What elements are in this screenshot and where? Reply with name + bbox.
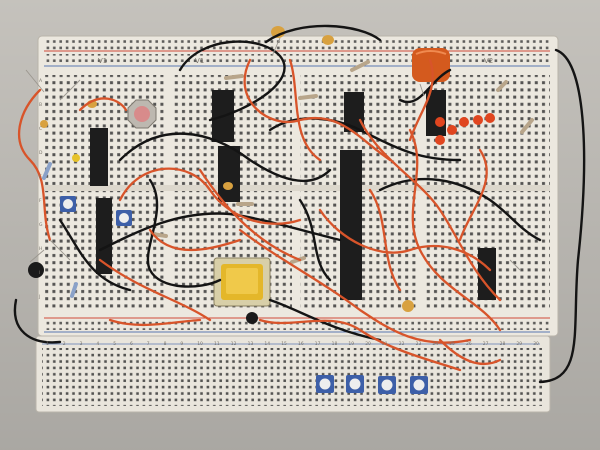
resistors [42, 60, 534, 298]
column-number: 14 [264, 341, 270, 347]
column-number: 29 [516, 341, 522, 347]
row-letter: G [39, 222, 43, 228]
column-number: 20 [365, 341, 371, 347]
red-pushbutton [127, 99, 157, 129]
column-number: 19 [348, 341, 354, 347]
row-letter: C [39, 126, 42, 132]
electrolytic-capacitors [28, 262, 258, 324]
column-number: 27 [483, 341, 489, 347]
column-number: 24 [432, 341, 438, 347]
column-number: 26 [466, 341, 472, 347]
row-letter: E [39, 174, 42, 180]
column-number: 23 [416, 341, 422, 347]
column-number: 3 [80, 341, 83, 347]
column-number: 18 [332, 341, 338, 347]
ic-chip [340, 150, 362, 300]
column-number: 10 [197, 341, 203, 347]
ic-chips [90, 90, 496, 300]
column-number: 30 [533, 341, 539, 347]
column-number: 8 [164, 341, 167, 347]
ic-chip [90, 128, 108, 186]
yellow-pushbutton [213, 257, 271, 307]
row-letter: A [39, 78, 43, 84]
red-leds [435, 113, 495, 145]
column-number: 16 [298, 341, 304, 347]
column-number: 13 [248, 341, 254, 347]
breadboard-lower [35, 335, 551, 413]
ic-chip [478, 248, 496, 300]
column-number: 9 [180, 341, 183, 347]
rail-label-v2: V2 [484, 57, 493, 65]
trimpots [60, 196, 428, 394]
ic-chip [96, 198, 112, 274]
column-number: 11 [214, 341, 220, 347]
column-number: 17 [315, 341, 321, 347]
ic-chip [218, 146, 240, 202]
column-number: 22 [399, 341, 405, 347]
column-number: 21 [382, 341, 388, 347]
column-number: 28 [500, 341, 506, 347]
rail-label-v1-mid: V1 [195, 57, 204, 65]
row-letter: J [38, 294, 40, 300]
row-letter: I [39, 270, 40, 276]
component-leads [25, 37, 521, 271]
column-number: 15 [281, 341, 287, 347]
column-number: 1 [46, 341, 49, 347]
rail-label-v1: V1 [98, 57, 107, 65]
row-letter: F [39, 198, 42, 204]
ic-chip [344, 92, 364, 132]
column-number: 2 [63, 341, 66, 347]
column-number: 7 [147, 341, 150, 347]
column-number: 6 [130, 341, 133, 347]
red-wires [17, 58, 502, 372]
column-number: 5 [113, 341, 116, 347]
row-letter: H [39, 246, 42, 252]
column-number: 4 [96, 341, 99, 347]
column-number: 25 [449, 341, 455, 347]
column-number: 12 [231, 341, 237, 347]
row-letter: B [39, 102, 42, 108]
row-letter: D [39, 150, 43, 156]
